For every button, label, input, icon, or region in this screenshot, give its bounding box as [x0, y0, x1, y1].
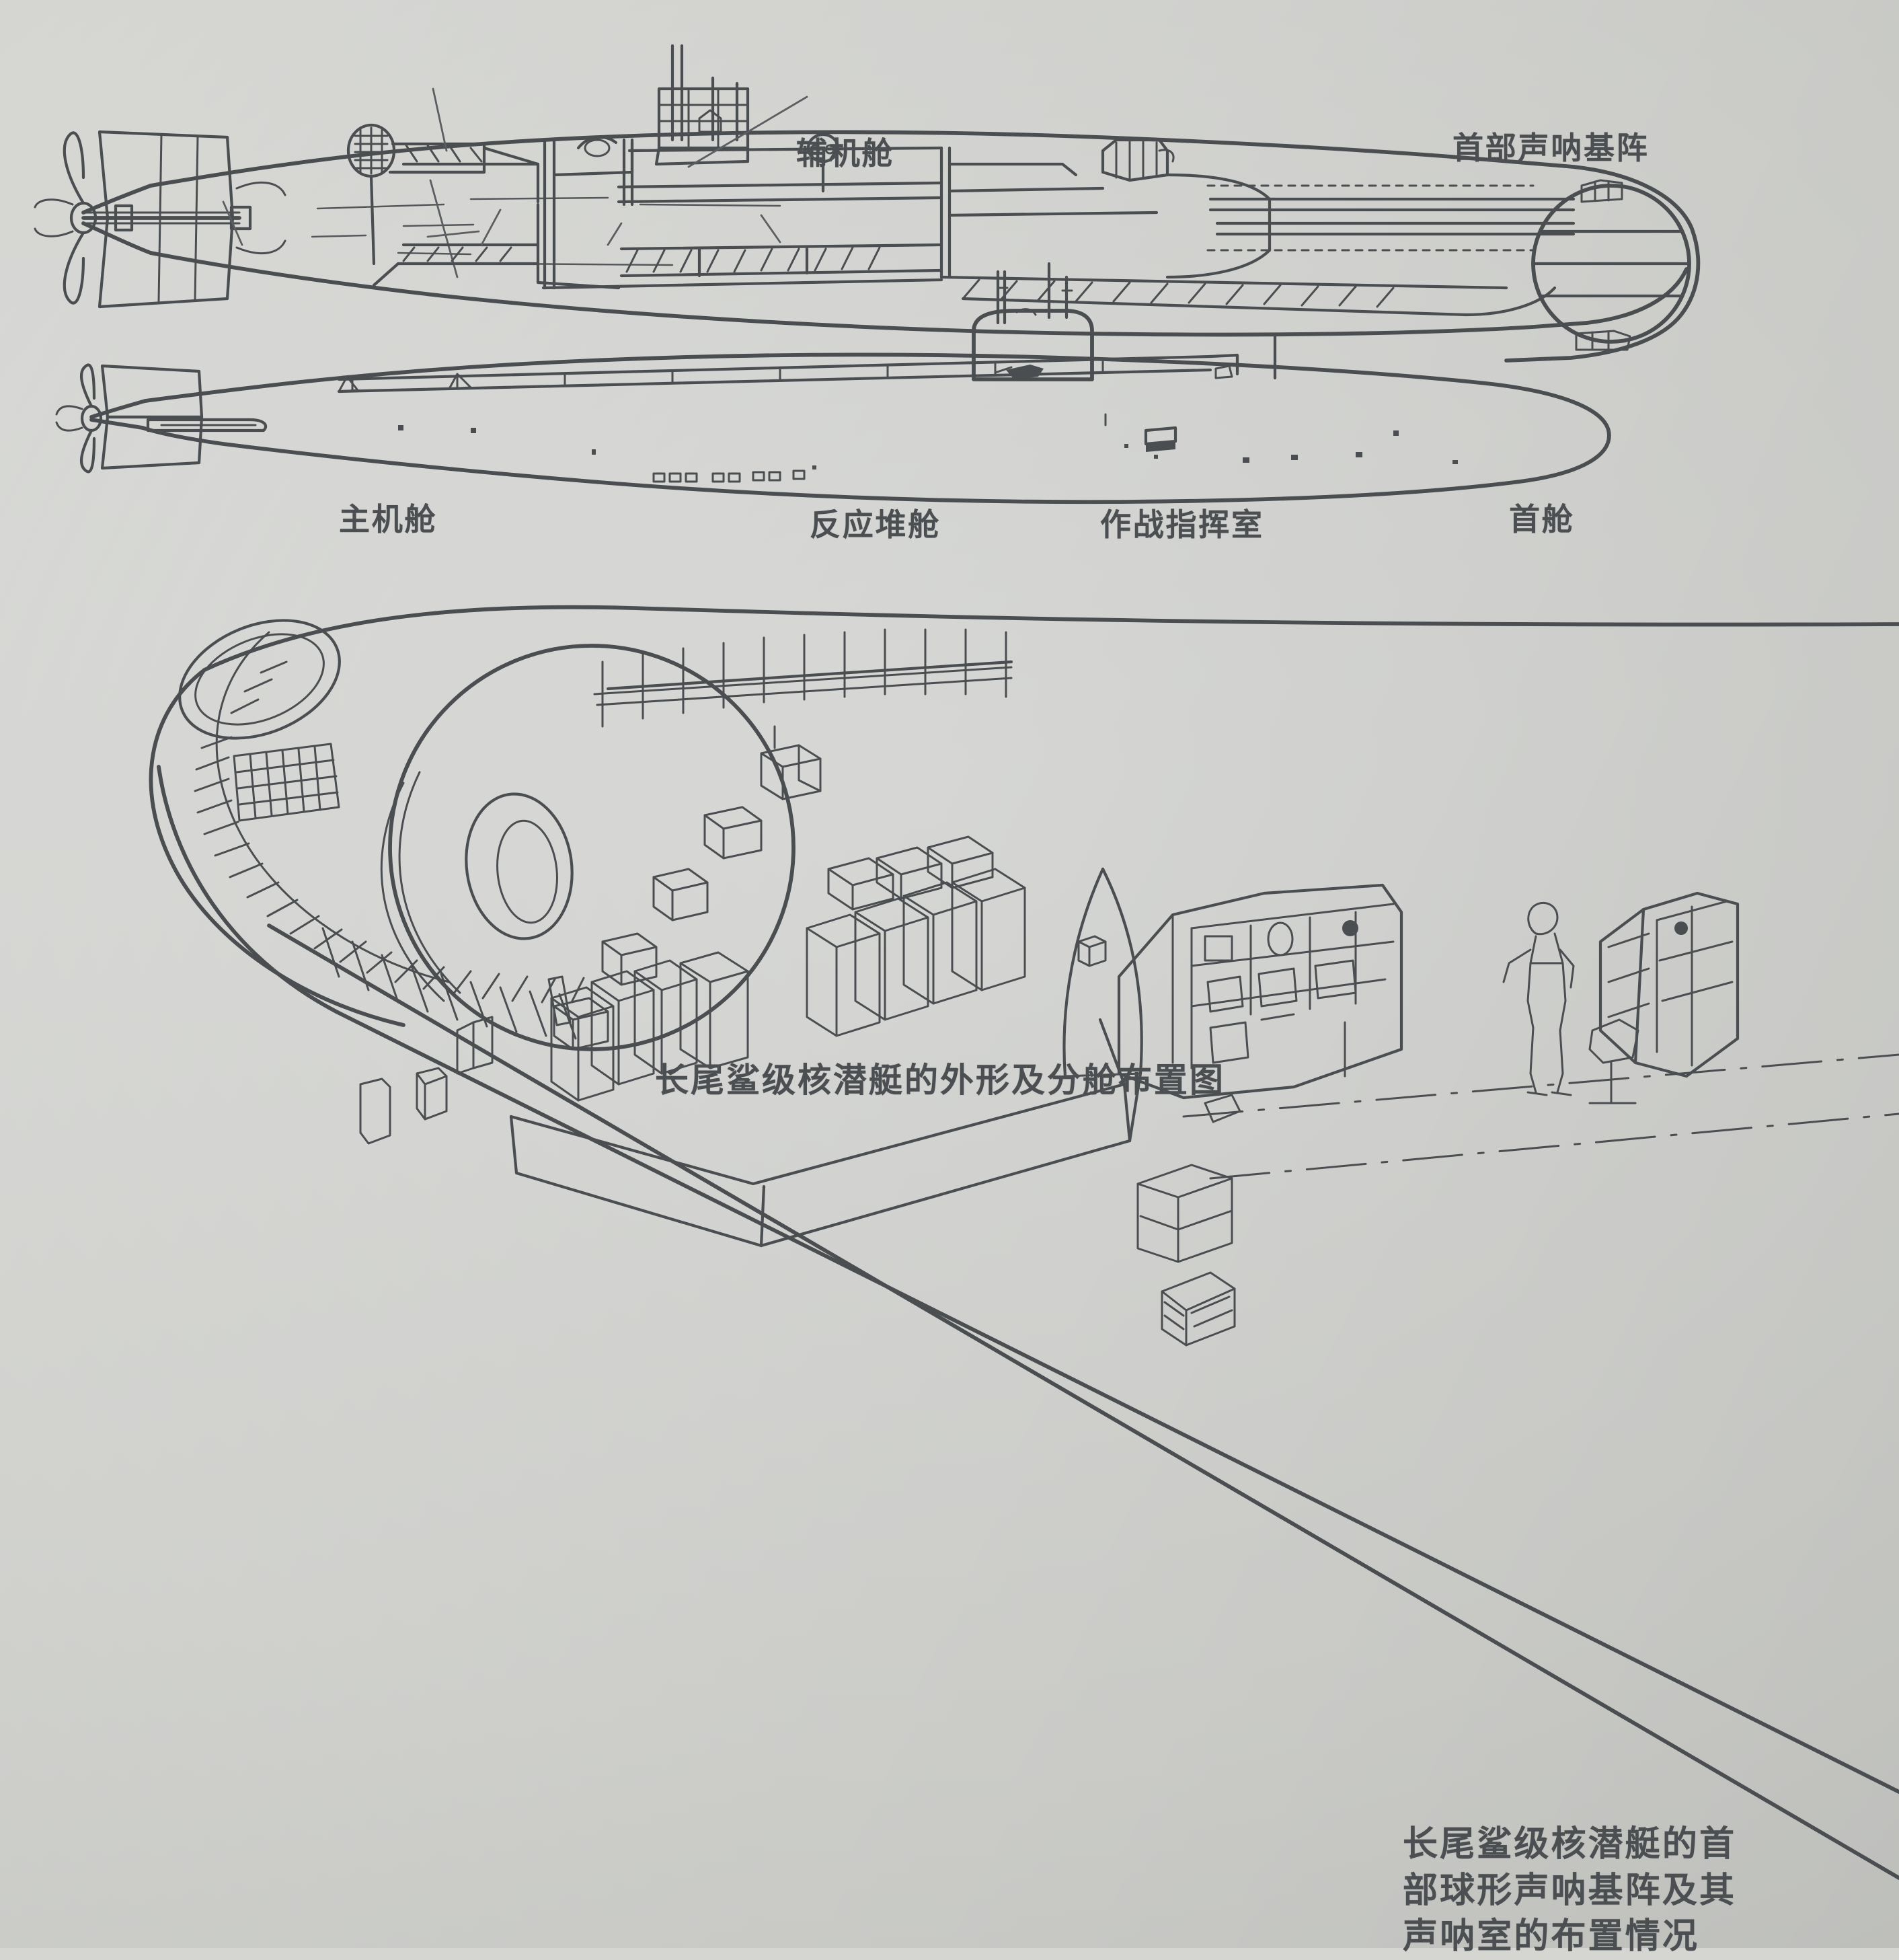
caption-line-3: 声呐室的布置情况	[1403, 1916, 1699, 1957]
figure-caption-middle: 长尾鲨级核潜艇的外形及分舱布置图	[655, 1061, 1225, 1100]
figure2-external-profile	[55, 262, 1611, 504]
figure3-bow-sonar-isometric	[149, 605, 1899, 1880]
figure1-leader-lines	[222, 87, 808, 246]
callout-aux-machinery-room: 辅机舱	[796, 135, 895, 172]
sonar-console-left	[1117, 883, 1403, 1123]
figure1-cutaway	[34, 44, 1701, 363]
callout-bow-sonar-array: 首部声呐基阵	[1452, 130, 1650, 166]
callout-combat-control-room: 作战指挥室	[1100, 506, 1264, 543]
figure-caption-bottom-right: 长尾鲨级核潜艇的首 部球形声呐基阵及其 声呐室的布置情况	[1403, 1821, 1736, 1960]
callout-bow-compartment: 首舱	[1509, 501, 1575, 537]
caption-line-2: 部球形声呐基阵及其	[1403, 1870, 1737, 1911]
callout-main-machinery-room: 主机舱	[339, 501, 438, 537]
sonar-console-right	[1588, 891, 1740, 1104]
operator-figure	[1502, 902, 1575, 1096]
caption-line-1: 长尾鲨级核潜艇的首	[1403, 1824, 1737, 1864]
callout-reactor-compartment: 反应堆舱	[810, 506, 941, 543]
